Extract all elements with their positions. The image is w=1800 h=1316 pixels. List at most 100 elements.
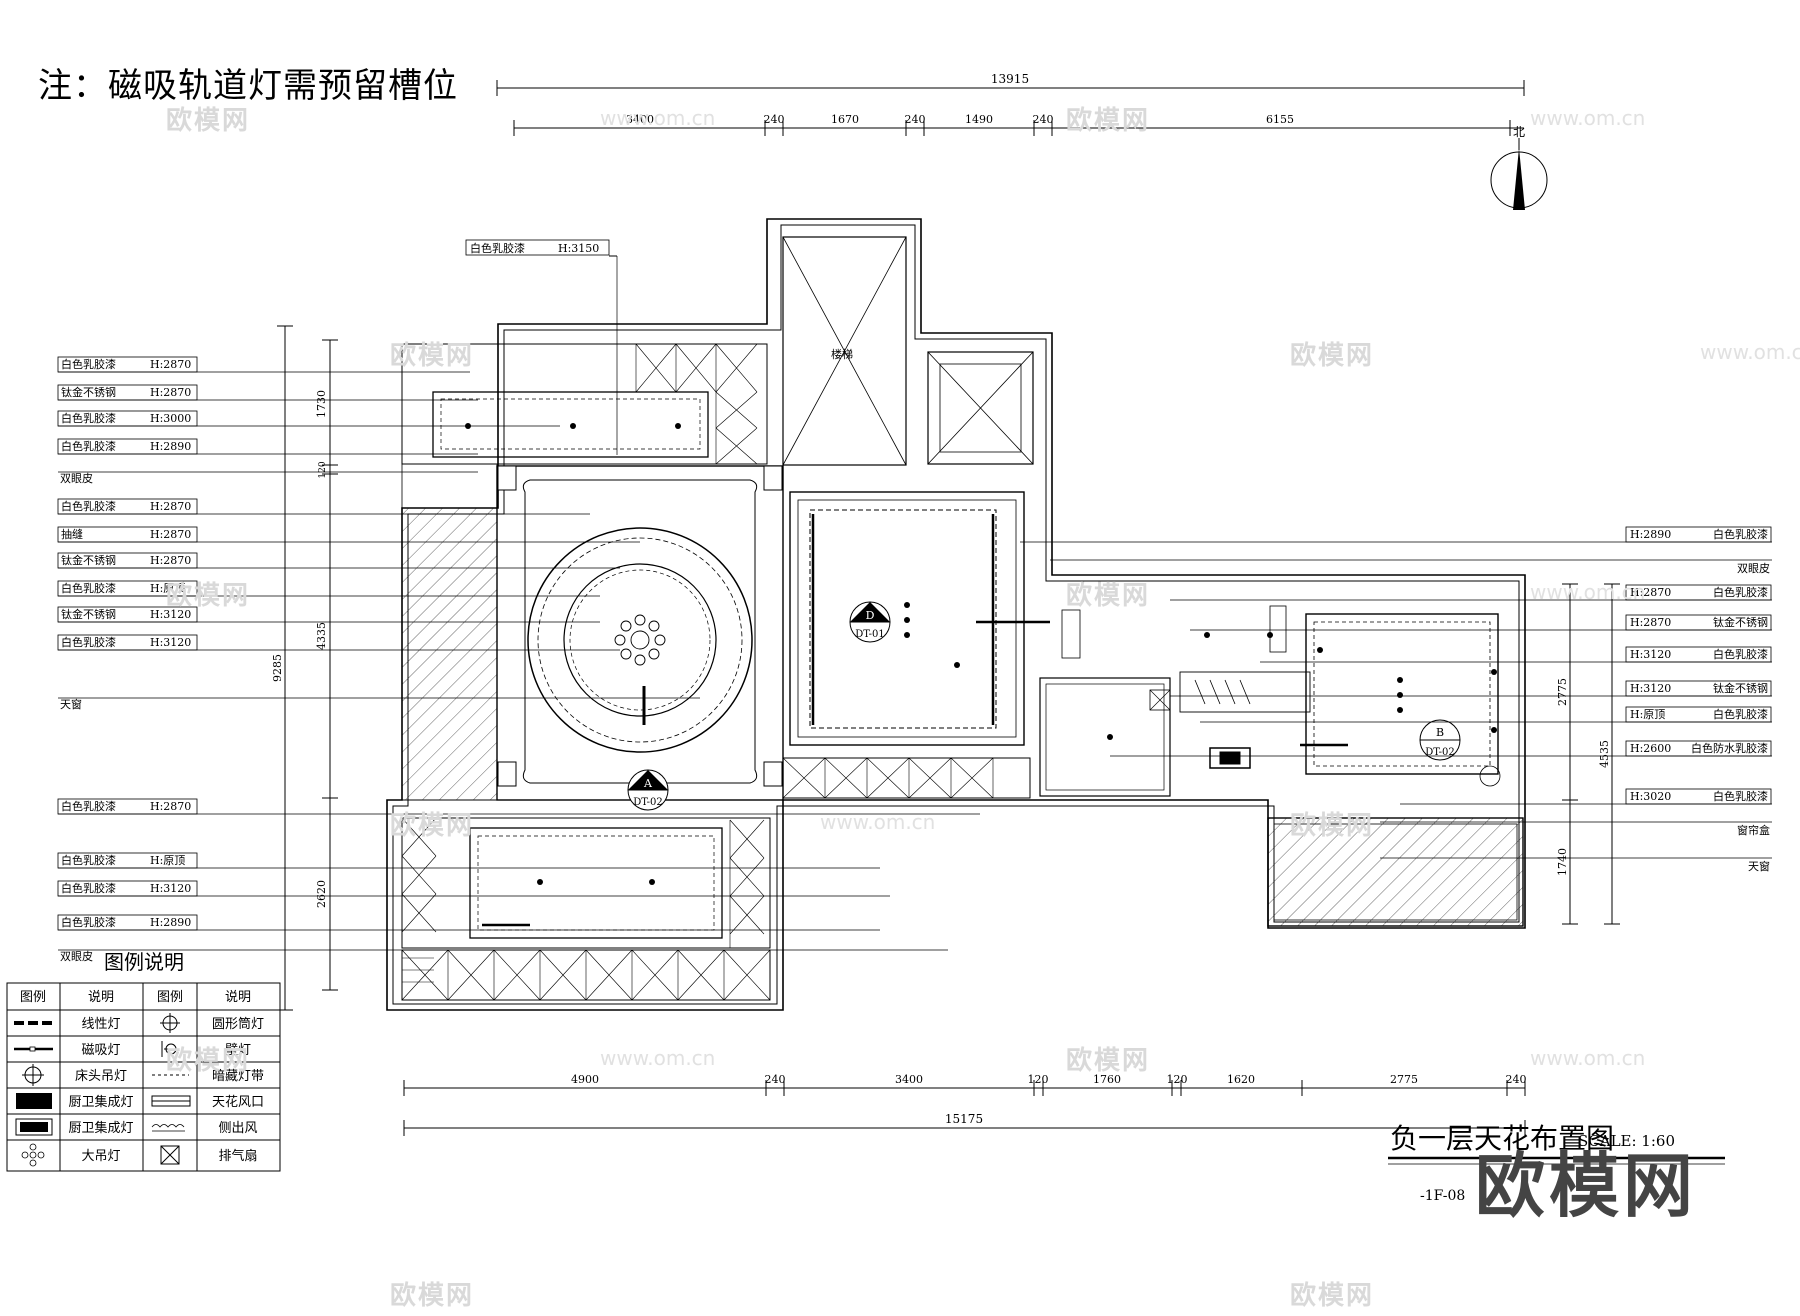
right-callout: H:2870 白色乳胶漆: [1170, 584, 1772, 601]
right-dim-1: 2775: [1556, 678, 1569, 706]
right-dim-2: 1740: [1556, 848, 1569, 876]
callout-height: H:2870: [150, 500, 191, 513]
top-dim-6: 240: [1033, 113, 1054, 126]
north-arrow: [1490, 138, 1548, 210]
bottom-dim-4: 120: [1028, 1073, 1049, 1086]
bottom-segment-labels: 4900 240 3400 120 1760 120 1620 2775 240: [571, 1073, 1527, 1086]
callout-height: H:3120: [150, 882, 191, 895]
right-callout: 双眼皮: [1050, 559, 1772, 575]
top-dim-4: 240: [905, 113, 926, 126]
callout-material: 天窗: [60, 697, 82, 711]
callout-material: 钛金不锈钢: [1713, 681, 1768, 695]
left-callout: 白色乳胶漆 H:2870: [57, 798, 980, 815]
right-callout: H:3120 钛金不锈钢: [1170, 680, 1772, 697]
watermark-site: www.om.cn: [820, 810, 936, 834]
north-label: 北: [1513, 125, 1525, 139]
drawing-title: 负一层天花布置图: [1390, 1122, 1614, 1155]
legend-label-wall-lamp: 壁灯: [225, 1043, 251, 1058]
top-segment-labels: 3400 240 1670 240 1490 240 6155: [626, 113, 1294, 126]
legend-header-2: 说明: [88, 990, 114, 1005]
section-a-ref: DT-02: [633, 797, 663, 808]
legend-label-chandelier: 大吊灯: [81, 1149, 120, 1164]
section-d-letter: D: [866, 609, 875, 622]
right-callout: 窗帘盒: [1380, 821, 1772, 837]
watermark-logo: 欧模网: [1066, 106, 1151, 136]
section-a-letter: A: [643, 777, 653, 790]
callout-height: H:2870: [1630, 586, 1671, 599]
callout-height: H:原顶: [1630, 708, 1665, 721]
callout-height: H:2890: [150, 440, 191, 453]
drawing-code: -1F-08: [1420, 1188, 1465, 1204]
watermark-site: www.om.cn: [1530, 106, 1646, 130]
callout-height: H:3120: [150, 608, 191, 621]
section-mark-d: [849, 601, 891, 643]
legend-title: 图例说明: [104, 950, 184, 974]
top-dimension-chain: [496, 80, 1525, 136]
left-callout: 白色乳胶漆 H:2890: [57, 438, 478, 455]
left-callout: 双眼皮: [58, 949, 948, 963]
side-vent-icon: [151, 1124, 185, 1132]
legend-label-hidden-strip: 暗藏灯带: [212, 1069, 264, 1084]
kitchen-panel-2-icon: [15, 1118, 53, 1136]
callout-material: 白色乳胶漆: [61, 799, 116, 813]
callout-height: H:2870: [1630, 616, 1671, 629]
top-dim-1: 3400: [626, 113, 654, 126]
left-dim-4: 2620: [315, 880, 328, 908]
callout-material: 钛金不锈钢: [61, 607, 116, 621]
callout-material: 双眼皮: [60, 950, 93, 963]
legend-label-kitchen-2: 厨卫集成灯: [68, 1120, 133, 1136]
watermark-logo: 欧模网: [1066, 581, 1151, 611]
top-callout: [465, 239, 618, 455]
legend-label-exhaust-fan: 排气扇: [218, 1148, 257, 1164]
bottom-dim-2: 240: [765, 1073, 786, 1086]
watermark-site: www.om.cn: [600, 106, 716, 130]
top-callout-material: 白色乳胶漆: [470, 241, 525, 255]
bottom-dim-3: 3400: [895, 1073, 923, 1086]
callout-height: H:3120: [1630, 682, 1671, 695]
callout-material: 白色乳胶漆: [1713, 585, 1768, 599]
callout-material: 白色防水乳胶漆: [1691, 741, 1768, 755]
bedside-pendant-icon: [22, 1064, 44, 1086]
callout-material: 钛金不锈钢: [1713, 615, 1768, 629]
top-dim-2: 240: [764, 113, 785, 126]
right-dimension-chain: [1562, 583, 1620, 925]
callout-height: H:2870: [150, 800, 191, 813]
legend-label-downlight: 圆形筒灯: [212, 1016, 264, 1032]
callout-height: H:3000: [150, 412, 191, 425]
section-mark-b: [1419, 719, 1461, 761]
watermark-logo: 欧模网: [390, 1281, 475, 1311]
top-dim-3: 1670: [831, 113, 859, 126]
chandelier-icon: [614, 614, 666, 666]
bottom-dim-8: 2775: [1390, 1073, 1418, 1086]
callout-material: 白色乳胶漆: [1713, 789, 1768, 803]
callout-height: H:3020: [1630, 790, 1671, 803]
callout-height: H:原顶: [150, 854, 185, 867]
callout-material: 抽缝: [61, 527, 83, 541]
left-dimension-chain: [277, 325, 338, 1011]
callout-material: 白色乳胶漆: [61, 439, 116, 453]
bottom-overall-dim: 15175: [945, 1112, 983, 1126]
right-callout: H:3020 白色乳胶漆: [1400, 788, 1772, 805]
top-overall-dim: 13915: [991, 72, 1029, 86]
stair-label: 楼梯: [831, 347, 853, 361]
legend-header-3: 图例: [157, 990, 183, 1005]
legend-label-linear-light: 线性灯: [81, 1017, 120, 1032]
legend-labels: 线性灯 磁吸灯 床头吊灯 厨卫集成灯 厨卫集成灯 大吊灯 圆形筒灯 壁灯 暗藏灯…: [68, 1016, 264, 1164]
left-callout: 双眼皮: [58, 471, 478, 485]
round-downlight-icon: [160, 1013, 180, 1033]
left-callout: 钛金不锈钢 H:3120: [57, 606, 600, 623]
watermark-logo: 欧模网: [1290, 811, 1375, 841]
callout-height: H:2870: [150, 358, 191, 371]
left-dim-2: 120: [318, 461, 328, 478]
watermark-logo: 欧模网: [166, 106, 251, 136]
callout-material: 白色乳胶漆: [1713, 527, 1768, 541]
callout-material: 白色乳胶漆: [61, 853, 116, 867]
downlights: [465, 423, 1497, 885]
